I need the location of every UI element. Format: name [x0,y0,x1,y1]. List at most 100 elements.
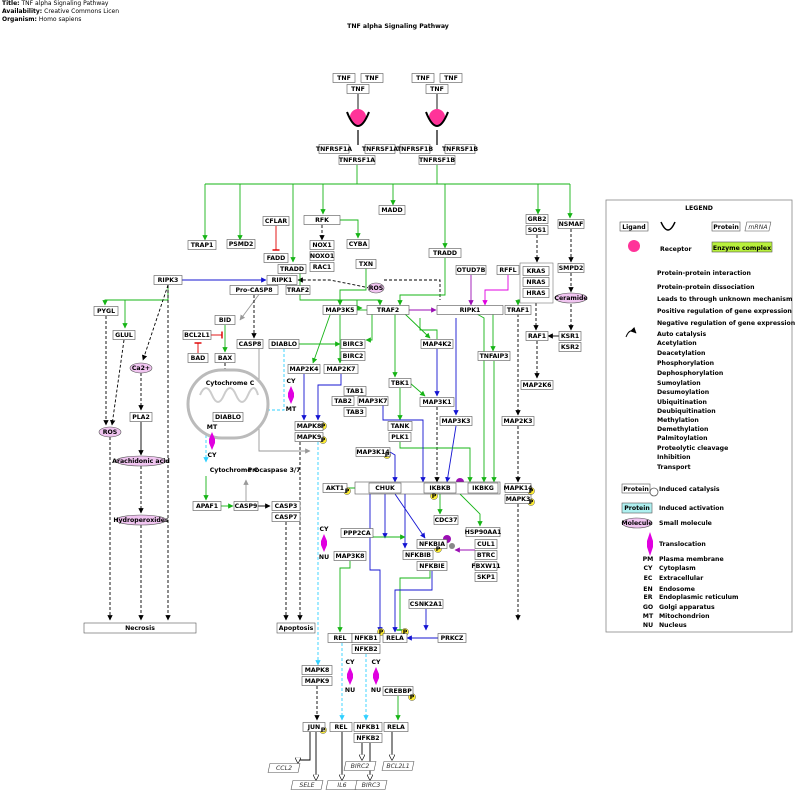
node-raf1 [525,331,549,341]
node-map3k1-label: MAP3K1 [423,399,452,406]
gene-birc2 [343,761,377,771]
header-title-value: TNF alpha Signaling Pathway [21,0,109,7]
node-csnk2a1-label: CSNK2A1 [410,601,443,608]
legend-molecule: Molecule [621,520,652,527]
legend-item: Demethylation [657,426,708,433]
node-tradd-2-label: TRADD [433,250,457,257]
ligand-icon [350,109,366,125]
node-map3k7 [357,396,389,406]
node-sos1 [525,225,549,235]
node-prkcz-label: PRKCZ [441,635,464,642]
node-trap1 [187,240,217,250]
node-nfkbia [416,539,448,549]
node-hydroperoxides-label: Hydroperoxides [113,517,169,524]
gene-sele [290,780,324,790]
node-rela [382,633,408,643]
edge [102,285,169,306]
node-creebbp-label: CREBBP [384,688,412,695]
node-tnfrsf1a-1-label: TNFRSF1A [316,146,352,153]
node-rela-label: RELA [386,635,404,642]
node-ikbkg [467,482,499,494]
location-code: NU [345,687,355,694]
legend-mrna: mRNA [748,224,767,231]
node-plk1 [388,432,412,442]
node-grb2 [525,214,549,224]
node-nox1 [309,240,335,250]
node-bad [187,353,209,363]
legend-item: Small molecule [659,520,712,527]
edge [389,451,398,483]
node-arachidonic-label: Arachidonic acid [112,458,170,465]
node-nfkb2-nu-label: NFKB2 [356,735,379,742]
edge [397,258,446,306]
location-code: NU [371,687,381,694]
diagram-nodes [83,73,588,790]
phospho-badge-label: P [321,423,326,430]
node-ikbkg-label: IKBKG [472,485,494,492]
node-cdc37 [433,515,459,525]
node-map3k3 [439,416,473,426]
node-bad-label: BAD [191,355,206,362]
edge [315,374,342,421]
legend-item: Acetylation [657,340,697,347]
gene-birc3 [354,780,388,790]
node-tnf-r3-label: TNF [430,86,444,93]
legend-item: Protein-protein interaction [657,270,751,277]
node-cdc37-label: CDC37 [435,517,458,524]
node-noxo1 [309,251,335,261]
node-kras [522,266,550,276]
node-casp9 [233,501,259,511]
node-traf1-label: TRAF1 [507,307,529,314]
node-glul [112,330,136,340]
phospho-badge-label: P [321,727,326,734]
node-tnfrsf1b-2-label: TNFRSF1B [442,146,478,153]
phospho-badge-label: P [529,499,534,506]
legend-item: Deacetylation [657,350,705,357]
node-csnk2a1 [408,599,444,609]
node-pro-casp8-label: Pro-CASP8 [235,287,272,294]
gene-birc2-label: BIRC2 [351,763,370,770]
node-mapk3-label: MAPK3 [506,496,531,503]
phospho-badge-label: P [385,452,390,459]
node-tnfrsf1b-1 [399,144,431,154]
node-map2k4-label: MAP2K4 [290,366,320,373]
node-ros-2 [98,426,122,438]
node-ksr1-label: KSR1 [561,333,579,340]
legend-location-code: NU [643,622,653,629]
node-pla2-label: PLA2 [132,414,150,421]
node-tradd-2 [428,248,462,258]
node-birc3 [340,339,366,349]
node-ppp2ca [340,528,374,538]
node-nfkb2-nu [353,733,383,743]
node-apoptosis [276,622,316,634]
node-ripk1 [266,275,298,285]
node-tnf-r3 [425,84,449,94]
node-pro-casp8 [229,285,279,295]
node-map3k14-label: MAP3K14 [356,449,390,456]
legend-location-code: ER [644,594,653,601]
legend-catalysis-circle-icon [649,487,659,497]
legend-item: Negative regulation of gene expression [657,320,795,327]
node-map2k6-label: MAP2K6 [523,382,552,389]
node-bid [214,315,236,325]
node-necrosis [83,622,197,634]
node-hsp90aa1-label: HSP90AA1 [465,529,502,536]
legend-protein: Protein [713,224,739,231]
node-fadd-label: FADD [267,255,286,262]
legend-mrna-box [744,221,772,232]
node-plk1-label: PLK1 [391,434,409,441]
node-diablo [268,339,300,349]
header-availability-value: Creative Commons Licen [44,8,120,15]
location-code: CY [319,526,329,533]
node-nsmaf [557,219,585,229]
legend-translocation-icon [647,532,653,556]
node-kras-label: KRAS [527,268,546,275]
node-pygl-label: PYGL [97,308,115,315]
node-btrc-label: BTRC [477,552,496,559]
legend-location-name: Golgi apparatus [659,604,715,611]
diagram-title: TNF alpha Signaling Pathway [347,23,449,30]
node-skp1 [474,572,498,582]
diagram-edges [102,94,669,780]
node-ca2-label: Ca2+ [132,365,150,372]
